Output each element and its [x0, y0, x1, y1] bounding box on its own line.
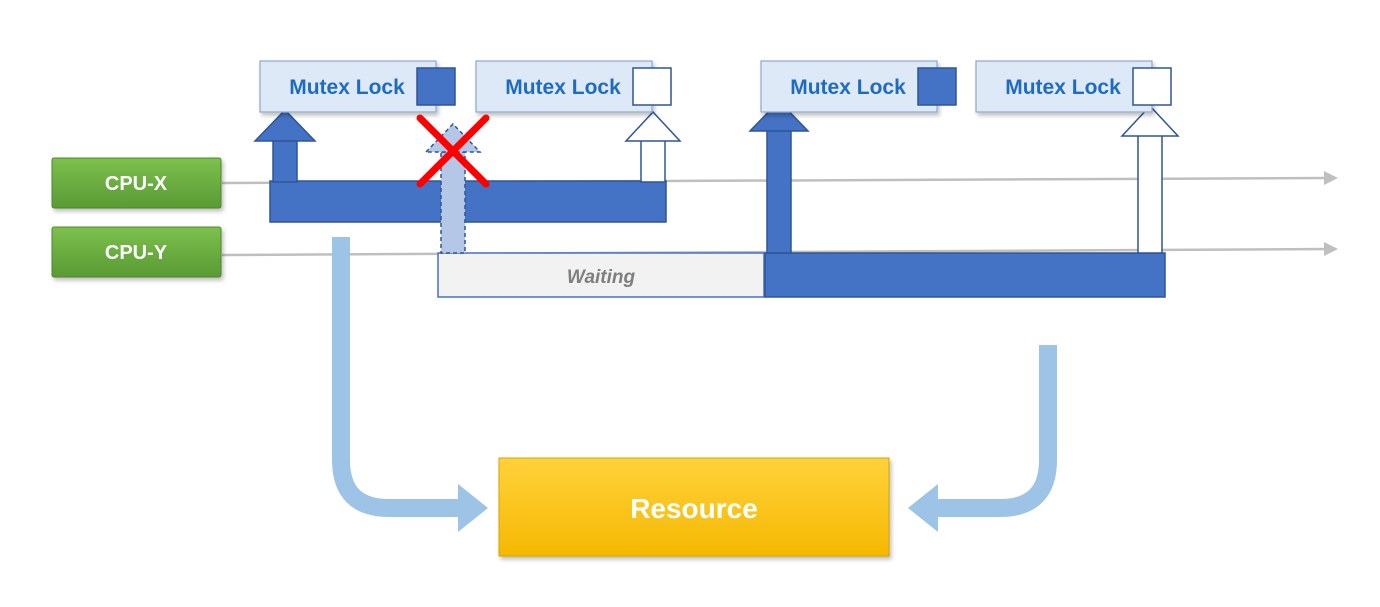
cpu-x-execution-bar: [269, 180, 667, 223]
cpu-y-box: CPU-Y: [51, 226, 222, 278]
mutex-lock-1-label: Mutex Lock: [289, 76, 405, 99]
cpu-y-unlock-arrow: [1120, 104, 1180, 254]
cpu-x-box: CPU-X: [51, 157, 222, 209]
mutex-lock-3-state-icon: [917, 67, 957, 106]
cpu-x-access-arrowhead: [458, 484, 488, 532]
resource-label: Resource: [630, 493, 758, 524]
cpu-y-access-arrow: [934, 345, 1057, 517]
cpu-y-access-arrowhead: [908, 484, 938, 532]
cpu-x-access-arrow: [332, 237, 462, 517]
cpu-y-execution-bar: [764, 252, 1166, 298]
mutex-lock-4-state-icon: [1132, 67, 1172, 106]
waiting-bar: [437, 252, 765, 298]
cpu-x-unlock-arrow: [624, 110, 682, 183]
mutex-lock-2: Mutex Lock: [475, 60, 653, 113]
mutex-lock-4: Mutex Lock: [975, 60, 1153, 113]
cpu-y-lock-arrow: [748, 99, 810, 254]
blocked-x-icon: [416, 114, 490, 188]
mutex-lock-4-label: Mutex Lock: [1005, 76, 1121, 99]
mutex-lock-2-label: Mutex Lock: [505, 76, 621, 99]
resource-box: Resource: [498, 457, 890, 557]
cpu-y-label: CPU-Y: [105, 242, 168, 264]
mutex-lock-3-label: Mutex Lock: [790, 76, 906, 99]
cpu-x-label: CPU-X: [105, 173, 168, 195]
cpu-x-lock-arrow: [253, 108, 317, 183]
mutex-lock-1-state-icon: [416, 67, 456, 106]
mutex-lock-1: Mutex Lock: [259, 60, 437, 113]
mutex-lock-2-state-icon: [632, 67, 672, 106]
mutex-lock-3: Mutex Lock: [760, 60, 938, 113]
waiting-label: Waiting: [567, 267, 636, 288]
cpu-y-blocked-lock-arrow: [424, 122, 482, 254]
